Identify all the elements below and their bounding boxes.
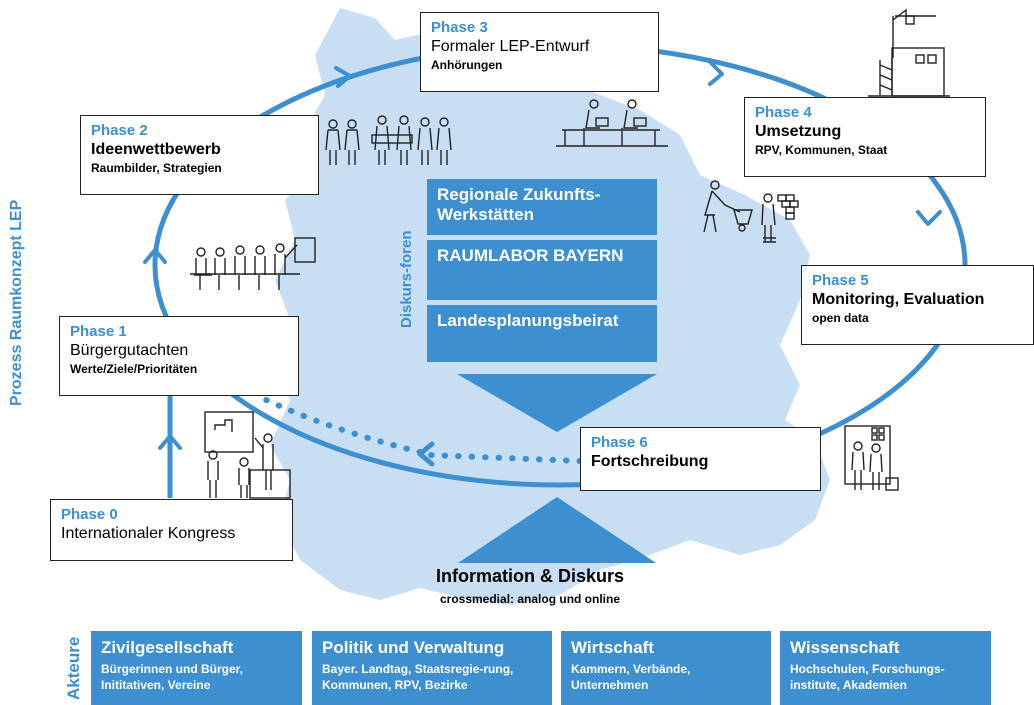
forum-zukunftswerkstaetten: Regionale Zukunfts-Werkstätten	[427, 179, 657, 235]
phase-4-title: Umsetzung	[755, 123, 842, 140]
actor-science-title: Wissenschaft	[790, 638, 900, 657]
actor-science-desc: Hochschulen, Forschungs-institute, Akade…	[790, 662, 945, 692]
phase-2-box: Phase 2 Ideenwettbewerb Raumbilder, Stra…	[80, 115, 319, 195]
info-subtitle: crossmedial: analog und online	[439, 592, 621, 606]
cycle-arrowheads	[143, 60, 942, 450]
review-team-icon	[844, 425, 899, 491]
phase-1-label: Phase 1	[70, 323, 127, 340]
actor-economy-title: Wirtschaft	[571, 638, 654, 657]
phase-0-box: Phase 0 Internationaler Kongress	[50, 499, 293, 561]
forum-landesplanungsbeirat-label: Landesplanungsbeirat	[437, 311, 619, 330]
phase-1-subtitle: Werte/Ziele/Prioritäten	[70, 362, 198, 376]
phase-4-box: Phase 4 Umsetzung RPV, Kommunen, Staat	[744, 97, 986, 177]
actors-side-label: Akteure	[64, 636, 83, 700]
phase-4-label: Phase 4	[755, 104, 812, 121]
phase-2-label: Phase 2	[91, 122, 148, 139]
process-side-label: Prozess Raumkonzept LEP	[8, 199, 25, 406]
feedback-arrow-icon	[417, 441, 435, 467]
arrowhead-icon	[143, 248, 167, 264]
desk-workers-icon	[556, 99, 668, 147]
actor-science: Wissenschaft Hochschulen, Forschungs-ins…	[780, 631, 991, 705]
arrowhead-icon	[158, 434, 182, 450]
phase-1-title: Bürgergutachten	[70, 342, 189, 359]
phase-6-title: Fortschreibung	[591, 453, 709, 470]
phase-5-label: Phase 5	[812, 272, 869, 289]
feedback-dotted-line	[427, 452, 583, 464]
phase-4-subtitle: RPV, Kommunen, Staat	[755, 143, 888, 157]
construction-crane-icon	[868, 8, 950, 97]
phase-3-subtitle: Anhörungen	[431, 58, 503, 72]
actor-civil-society-title: Zivilgesellschaft	[101, 638, 234, 657]
up-arrow	[458, 497, 656, 563]
phase-0-title: Internationaler Kongress	[61, 525, 236, 542]
phase-1-box: Phase 1 Bürgergutachten Werte/Ziele/Prio…	[59, 316, 299, 396]
phase-5-subtitle: open data	[812, 311, 869, 325]
forum-raumlabor-label: RAUMLABOR BAYERN	[437, 246, 624, 265]
phase-2-title: Ideenwettbewerb	[91, 141, 221, 158]
phase-2-subtitle: Raumbilder, Strategien	[91, 161, 222, 175]
phase-0-label: Phase 0	[61, 506, 118, 523]
phase-6-box: Phase 6 Fortschreibung	[580, 427, 821, 491]
presentation-icon	[204, 411, 291, 499]
actor-economy: Wirtschaft Kammern, Verbände, Unternehme…	[561, 631, 771, 705]
arrowhead-icon	[916, 210, 942, 226]
actor-economy-desc: Kammern, Verbände, Unternehmen	[571, 662, 691, 692]
feedback-dotted-curve	[259, 395, 423, 455]
workers-icon	[703, 180, 799, 243]
actor-politics-desc: Bayer. Landtag, Staatsregie-rung, Kommun…	[322, 662, 514, 692]
forum-side-label: Diskurs-foren	[398, 230, 415, 328]
actor-politics: Politik und Verwaltung Bayer. Landtag, S…	[312, 631, 552, 705]
actor-politics-title: Politik und Verwaltung	[322, 638, 505, 657]
forum-landesplanungsbeirat: Landesplanungsbeirat	[427, 305, 657, 362]
info-title: Information & Diskurs	[435, 566, 625, 586]
phase-3-title: Formaler LEP-Entwurf	[431, 38, 590, 55]
actor-civil-society-desc: Bürgerinnen und Bürger, Inititativen, Ve…	[101, 662, 244, 692]
citizen-group-icon	[190, 237, 316, 290]
phase-5-box: Phase 5 Monitoring, Evaluation open data	[801, 265, 1034, 345]
forum-zukunftswerkstaetten-label: Regionale Zukunfts-Werkstätten	[437, 185, 601, 224]
phase-3-label: Phase 3	[431, 19, 488, 36]
phase-5-title: Monitoring, Evaluation	[812, 291, 985, 308]
phase-3-box: Phase 3 Formaler LEP-Entwurf Anhörungen	[420, 12, 659, 92]
actor-civil-society: Zivilgesellschaft Bürgerinnen und Bürger…	[91, 631, 302, 705]
phase-6-label: Phase 6	[591, 434, 648, 451]
down-arrow	[457, 374, 657, 432]
people-group-icon	[325, 115, 452, 165]
arrowhead-icon	[334, 66, 352, 88]
arrowhead-icon	[708, 60, 724, 86]
forum-raumlabor: RAUMLABOR BAYERN	[427, 240, 657, 300]
